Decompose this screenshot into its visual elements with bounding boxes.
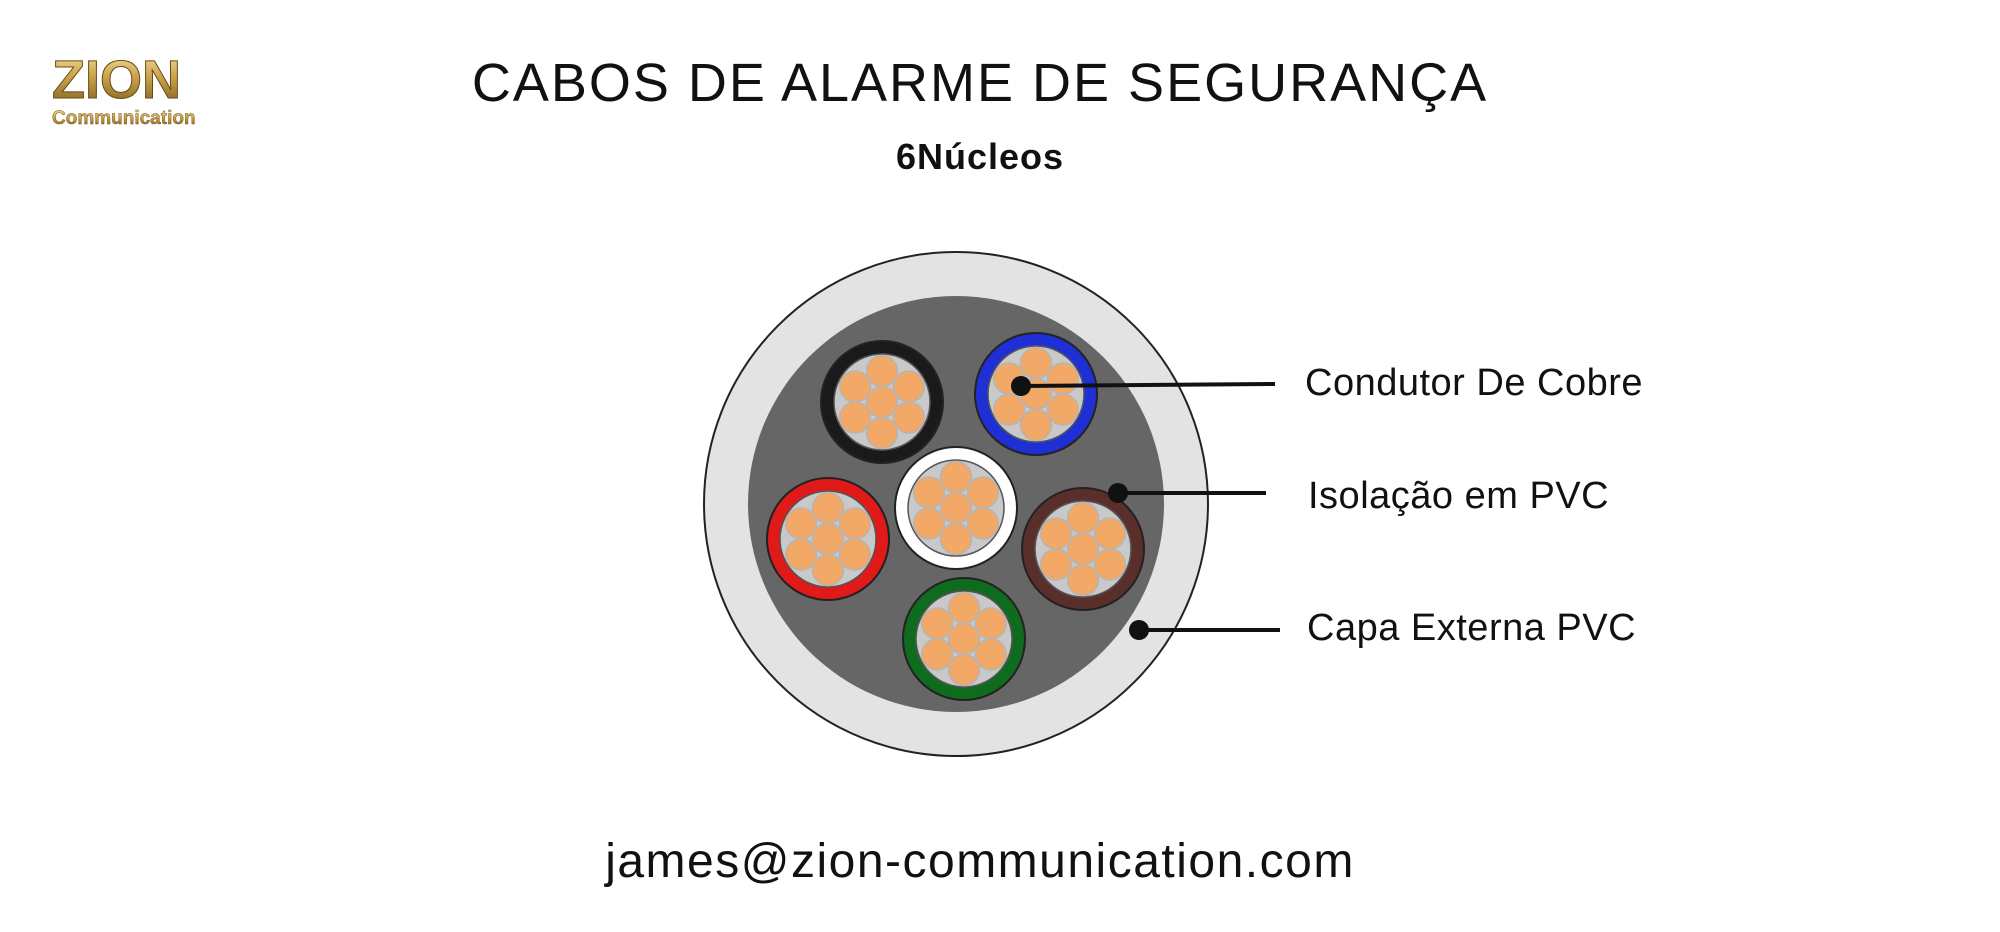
copper-strand xyxy=(974,638,1008,671)
copper-strand xyxy=(838,538,872,571)
copper-strand xyxy=(1039,548,1073,581)
copper-strand xyxy=(811,522,845,556)
copper-strand xyxy=(811,491,845,525)
copper-strand xyxy=(1039,517,1073,550)
insulation-label: Isolação em PVC xyxy=(1308,475,1610,517)
copper-strand xyxy=(912,476,946,509)
copper-strand xyxy=(939,522,973,556)
copper-strand xyxy=(1093,548,1127,581)
copper-strand xyxy=(1019,408,1053,442)
page-title: CABOS DE ALARME DE SEGURANÇA xyxy=(471,53,1489,113)
copper-strand xyxy=(974,607,1008,640)
copper-strand xyxy=(1066,532,1100,566)
copper-strand xyxy=(939,491,973,525)
copper-strand xyxy=(992,393,1026,426)
sheath-pointer-dot xyxy=(1129,620,1149,640)
copper-strand xyxy=(892,401,926,434)
copper-strand xyxy=(966,507,1000,540)
company-logo: ZION Communication xyxy=(48,48,208,130)
copper-strand xyxy=(912,507,946,540)
copper-strand xyxy=(838,401,872,434)
copper-strand xyxy=(811,553,845,587)
copper-strand xyxy=(920,607,954,640)
copper-strand xyxy=(865,354,899,388)
copper-strand xyxy=(784,507,818,540)
contact-email: james@zion-communication.com xyxy=(605,835,1355,888)
copper-strand xyxy=(1066,563,1100,597)
copper-strand xyxy=(865,416,899,450)
cores-group xyxy=(766,332,1145,701)
copper-strand xyxy=(838,370,872,403)
copper-strand xyxy=(966,476,1000,509)
copper-strand xyxy=(1066,501,1100,535)
logo-main-text: ZION xyxy=(52,50,181,110)
conductor-pointer-dot xyxy=(1011,376,1031,396)
copper-strand xyxy=(920,638,954,671)
zion-logo-graphic: ZION Communication xyxy=(52,50,196,130)
copper-strand xyxy=(784,538,818,571)
copper-strand xyxy=(1046,362,1080,395)
copper-strand xyxy=(838,507,872,540)
logo-sub-text: Communication xyxy=(52,108,196,129)
insulation-pointer-dot xyxy=(1108,483,1128,503)
copper-strand xyxy=(892,370,926,403)
copper-strand xyxy=(1046,393,1080,426)
copper-strand xyxy=(947,591,981,625)
copper-strand xyxy=(939,460,973,494)
copper-strand xyxy=(1019,346,1053,380)
copper-strand xyxy=(865,385,899,419)
page-subtitle: 6Núcleos xyxy=(895,136,1065,177)
copper-strand xyxy=(947,653,981,687)
conductor-leader-line xyxy=(1020,382,1276,388)
copper-strand xyxy=(947,622,981,656)
sheath-label: Capa Externa PVC xyxy=(1307,607,1637,649)
copper-strand xyxy=(1093,517,1127,550)
conductor-label: Condutor De Cobre xyxy=(1305,362,1644,404)
